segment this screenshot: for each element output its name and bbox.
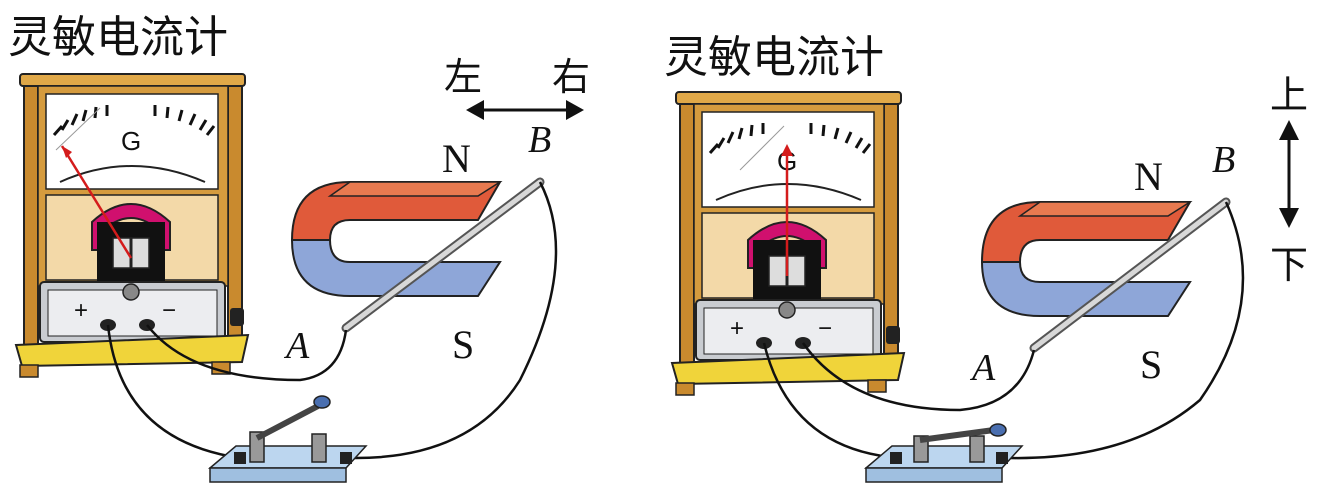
meter-top-cap: [19, 73, 246, 87]
right-panel: 灵敏电流计 G: [664, 32, 1308, 483]
magnet-north-label: N: [442, 136, 471, 181]
meter-scale: [52, 105, 216, 136]
knife-switch: [863, 423, 1024, 483]
pivot-screw-icon: [778, 301, 796, 319]
galvanometer-title: 灵敏电流计: [8, 12, 228, 63]
meter-scale: [708, 123, 872, 154]
up-down-arrow-icon: [1279, 120, 1299, 228]
pivot-screw-icon: [122, 283, 140, 301]
rod-end-a-label: A: [283, 325, 310, 367]
meter-top-cap: [675, 91, 902, 105]
dial-arc: [59, 165, 206, 183]
galvanometer: G + −: [14, 73, 250, 378]
galvanometer: G + −: [670, 91, 906, 396]
side-knob-icon: [886, 326, 900, 344]
direction-left-label: 左: [444, 55, 482, 99]
needle-tip-icon: [62, 146, 72, 158]
terminal-minus-label: −: [818, 315, 832, 342]
meter-dial-face: [45, 93, 219, 190]
direction-right-label: 右: [552, 55, 590, 99]
rod-end-b-label: B: [1212, 139, 1235, 181]
meter-needle: [60, 145, 133, 259]
left-panel: 灵敏电流计 G: [8, 12, 590, 483]
circuit-wires: [106, 181, 558, 460]
needle-tip-icon: [781, 144, 793, 156]
switch-handle-icon: [313, 395, 331, 409]
coil-magnet-icon: [747, 221, 827, 269]
side-knob-icon: [230, 308, 244, 326]
terminal-plus-label: +: [730, 315, 744, 342]
glass-glare: [739, 125, 785, 171]
direction-down-label: 下: [1270, 243, 1308, 287]
rod-end-a-label: A: [969, 347, 996, 389]
meter-left-post: [23, 85, 39, 357]
terminal-plus-label: +: [74, 297, 88, 324]
direction-up-label: 上: [1270, 73, 1308, 117]
horseshoe-magnet: N S: [980, 154, 1193, 387]
magnet-south-arm: [980, 261, 1192, 317]
coil-magnet-icon: [91, 203, 171, 251]
rod-end-b-label: B: [528, 119, 551, 161]
horseshoe-magnet: N S: [290, 136, 503, 367]
magnet-north-label: N: [1134, 154, 1163, 199]
circuit-wires: [762, 201, 1245, 460]
magnet-south-label: S: [452, 322, 474, 367]
switch-blade: [255, 403, 320, 441]
knife-switch: [207, 395, 368, 483]
meter-base: [670, 351, 906, 386]
switch-handle-icon: [989, 423, 1007, 437]
galvanometer-title: 灵敏电流计: [664, 32, 884, 83]
glass-glare: [55, 107, 101, 151]
left-right-arrow-icon: [466, 100, 584, 120]
magnet-south-arm: [290, 239, 502, 297]
magnet-south-label: S: [1140, 342, 1162, 387]
terminal-minus-label: −: [162, 297, 176, 324]
meter-letter-g: G: [121, 126, 141, 156]
meter-left-post: [679, 103, 695, 375]
switch-blade: [919, 427, 995, 443]
